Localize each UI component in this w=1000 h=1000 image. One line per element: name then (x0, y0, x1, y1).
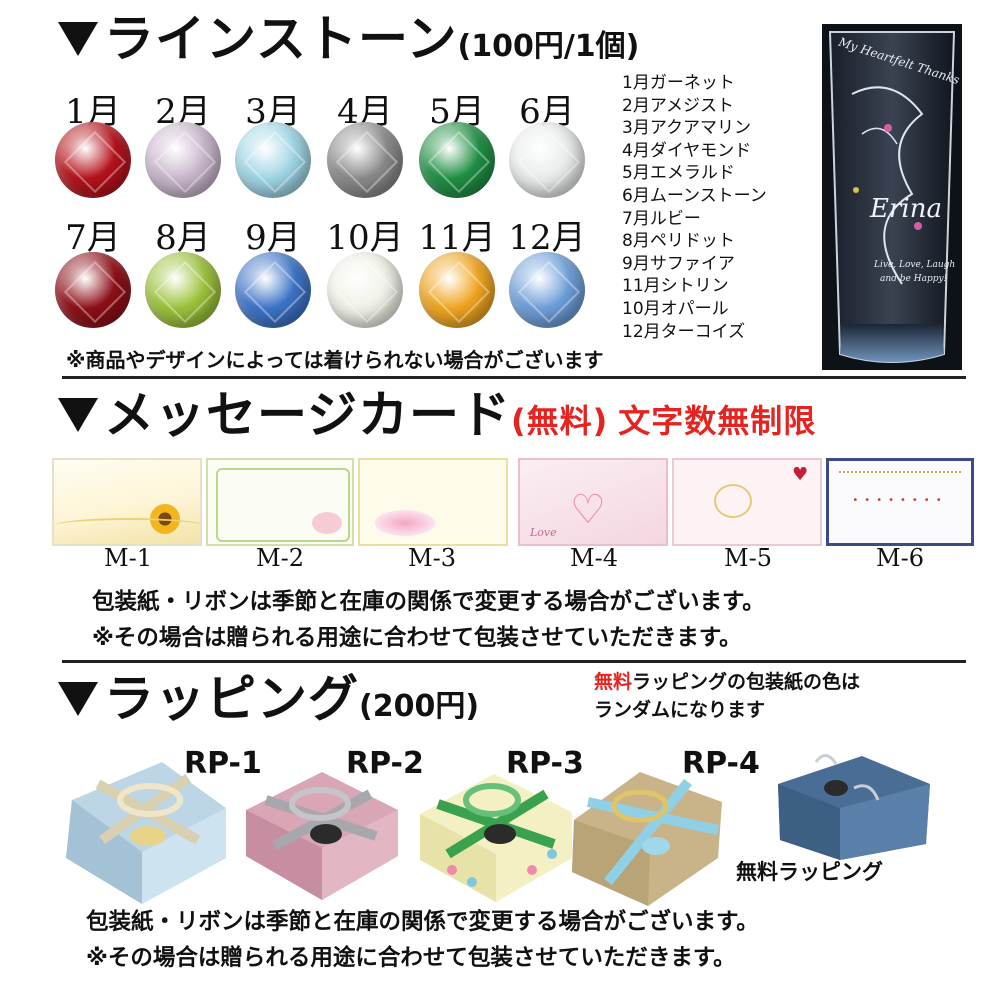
gold-border-decoration (839, 471, 961, 479)
gem-icon[interactable] (145, 122, 221, 198)
gem-icon[interactable] (509, 252, 585, 328)
free-wrapping-label: 無料ラッピング (736, 860, 883, 884)
message-card-m6[interactable]: •••••••• (826, 458, 974, 546)
flower-bouquet-icon (370, 508, 440, 538)
wrapping-label-rp2: RP-2 (346, 746, 424, 781)
glass-motto-line2: and be Happy! (880, 274, 948, 284)
gift-box-rp3[interactable] (412, 754, 578, 906)
gift-box-free[interactable] (770, 744, 936, 862)
message-card-label: M-6 (876, 544, 924, 572)
message-card-label: M-3 (408, 544, 456, 572)
card-love-text: Love (530, 526, 557, 539)
message-card-paragraph-1: 包装紙・リボンは季節と在庫の関係で変更する場合がございます。 (92, 589, 765, 615)
rhinestone-note: ※商品やデザインによっては着けられない場合がございます (66, 348, 604, 372)
gem-icon[interactable] (327, 252, 403, 328)
gem-icon[interactable] (55, 252, 131, 328)
heart-icon: ♥ (792, 464, 809, 485)
birthstone-item: 10月オパール (622, 298, 729, 319)
birthstone-item: 4月ダイヤモンド (622, 140, 752, 161)
triangle-down-icon (58, 21, 98, 56)
birthstone-item: 7月ルビー (622, 208, 701, 229)
glass-motto-line1: Live, Love, Laugh (874, 260, 956, 270)
divider-1 (62, 376, 966, 379)
birthstone-item: 3月アクアマリン (622, 118, 751, 139)
gem-icon[interactable] (145, 252, 221, 328)
wrapping-label-rp1: RP-1 (184, 746, 262, 781)
birthstone-item: 1月ガーネット (622, 73, 735, 93)
message-card-m5[interactable]: ♥ (672, 458, 822, 546)
message-card-label: M-2 (256, 544, 304, 572)
message-card-label: M-1 (104, 544, 152, 572)
birthstone-item: 12月ターコイズ (622, 321, 746, 342)
engraved-glass-image: My Heartfelt Thanks Erina Live, Love, La… (822, 24, 962, 370)
divider-2 (62, 660, 966, 663)
wrapping-label-rp4: RP-4 (682, 746, 760, 781)
birthstone-item: 5月エメラルド (622, 163, 735, 184)
wrapping-label-rp3: RP-3 (506, 746, 584, 781)
rose-icon (312, 512, 342, 534)
gold-ribbon-decoration (54, 518, 200, 534)
gem-icon[interactable] (327, 122, 403, 198)
message-card-label: M-4 (570, 544, 618, 572)
message-card-m2[interactable] (206, 458, 354, 546)
message-card-heading: メッセージカード(無料)文字数無制限 (58, 390, 816, 440)
gem-icon[interactable] (235, 252, 311, 328)
message-card-m4[interactable]: ♡ Love (518, 458, 668, 546)
birthstone-item: 2月アメジスト (622, 95, 734, 116)
gem-icon[interactable] (509, 122, 585, 198)
birthstone-item: 6月ムーンストーン (622, 185, 767, 206)
wrapping-side-note: 無料ラッピングの包装紙の色は ランダムになります (594, 671, 861, 721)
birthstone-item: 11月シトリン (622, 276, 729, 297)
message-card-paragraph-2: ※その場合は贈られる用途に合わせて包装させていただきます。 (92, 625, 742, 651)
rhinestone-heading: ラインストーン(100円/1個) (58, 14, 639, 64)
gem-icon[interactable] (419, 252, 495, 328)
message-card-label: M-5 (724, 544, 772, 572)
gem-icon[interactable] (55, 122, 131, 198)
heart-icon: ♡ (570, 487, 606, 533)
card-frame (216, 468, 350, 542)
glass-name-text: Erina (870, 194, 942, 224)
wrapping-paragraph-1: 包装紙・リボンは季節と在庫の関係で変更する場合がございます。 (86, 909, 759, 935)
gift-box-rp1[interactable] (58, 748, 234, 908)
triangle-down-icon (58, 397, 98, 432)
dotted-decoration: •••••••• (852, 495, 948, 506)
wrapping-heading: ラッピング(200円) (58, 674, 479, 724)
ring-icon (714, 484, 752, 518)
message-card-m3[interactable] (358, 458, 508, 546)
birthstone-item: 9月サファイア (622, 253, 735, 274)
birthstone-item: 8月ペリドット (622, 231, 735, 252)
gift-box-rp4[interactable] (568, 762, 728, 912)
gift-box-rp2[interactable] (236, 754, 406, 906)
gem-icon[interactable] (419, 122, 495, 198)
gem-icon[interactable] (235, 122, 311, 198)
wrapping-paragraph-2: ※その場合は贈られる用途に合わせて包装させていただきます。 (86, 945, 736, 971)
triangle-down-icon (58, 681, 98, 716)
message-card-m1[interactable] (52, 458, 202, 546)
